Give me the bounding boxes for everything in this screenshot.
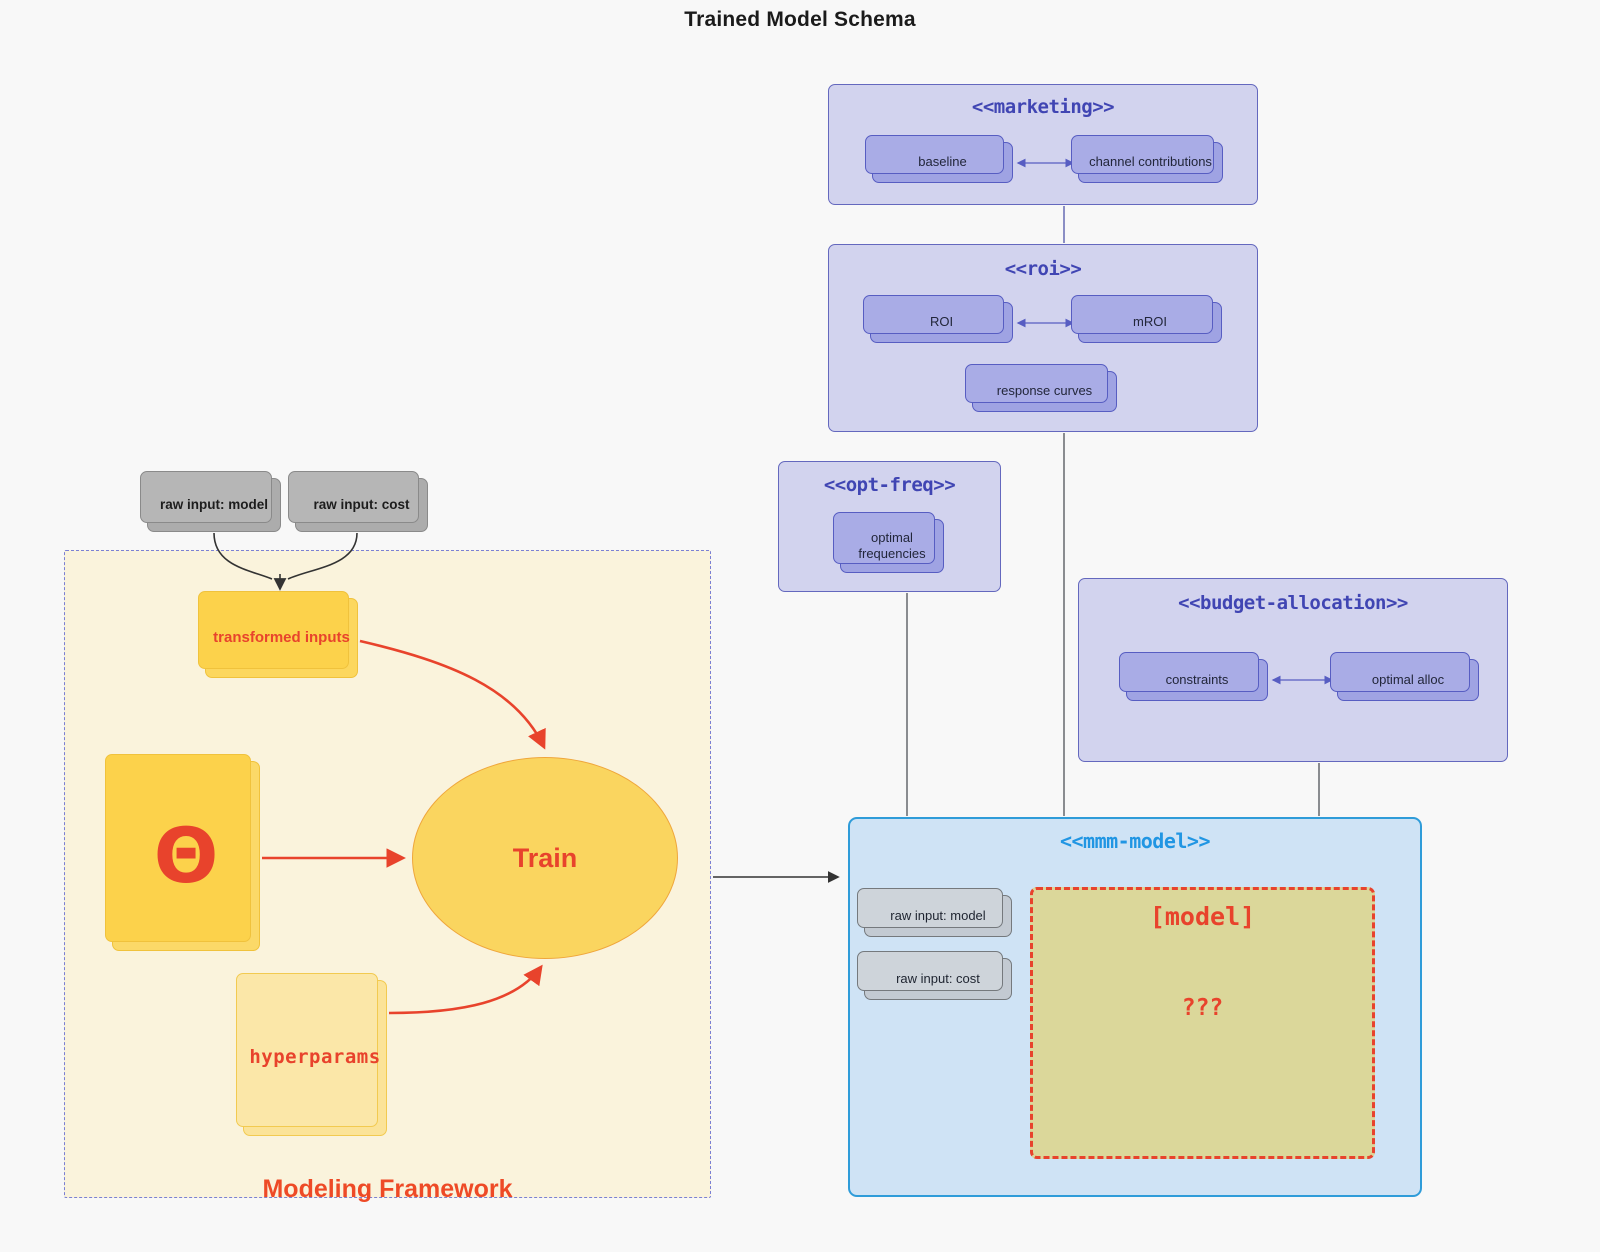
node-label: transformed inputs bbox=[213, 628, 350, 646]
node-mroi: mROI bbox=[1071, 295, 1222, 343]
node-label: channel contributions bbox=[1089, 154, 1212, 170]
node-label: ROI bbox=[929, 314, 954, 330]
node-label: response curves bbox=[996, 383, 1093, 399]
node-label: raw input: model bbox=[160, 496, 268, 512]
node-mmm-raw-input-model: raw input: model bbox=[857, 888, 1012, 937]
diagram-title: Trained Model Schema bbox=[684, 8, 916, 31]
node-constraints: constraints bbox=[1119, 652, 1268, 701]
node-mmm-raw-input-cost: raw input: cost bbox=[857, 951, 1012, 1000]
group-title-budget-allocation: <<budget-allocation>> bbox=[1178, 592, 1408, 614]
model-placeholder-box: [model] ??? bbox=[1030, 887, 1375, 1159]
node-response-curves: response curves bbox=[965, 364, 1117, 412]
node-baseline: baseline bbox=[865, 135, 1013, 183]
node-optimal-frequencies: optimal frequencies bbox=[833, 512, 944, 573]
model-box-title: [model] bbox=[1149, 902, 1256, 931]
node-label: Train bbox=[512, 842, 578, 873]
node-optimal-alloc: optimal alloc bbox=[1330, 652, 1479, 701]
node-label: hyperparams bbox=[249, 1046, 381, 1069]
node-roi: ROI bbox=[863, 295, 1013, 343]
node-raw-input-cost: raw input: cost bbox=[288, 471, 428, 532]
node-theta: Θ bbox=[105, 754, 260, 951]
group-title-opt-freq: <<opt-freq>> bbox=[823, 474, 956, 496]
node-label: mROI bbox=[1133, 314, 1167, 330]
node-label: optimal frequencies bbox=[858, 529, 926, 561]
node-raw-input-model: raw input: model bbox=[140, 471, 281, 532]
group-title-marketing: <<marketing>> bbox=[971, 96, 1115, 118]
node-hyperparams: hyperparams bbox=[236, 973, 387, 1136]
framework-label: Modeling Framework bbox=[262, 1175, 513, 1203]
group-title-mmm-model: <<mmm-model>> bbox=[1059, 829, 1211, 853]
theta-symbol: Θ bbox=[153, 811, 219, 900]
node-label: constraints bbox=[1165, 671, 1229, 687]
node-label: optimal alloc bbox=[1371, 671, 1445, 687]
node-label: raw input: model bbox=[890, 907, 986, 923]
node-channel-contributions: channel contributions bbox=[1071, 135, 1223, 183]
model-box-placeholder: ??? bbox=[1181, 995, 1224, 1021]
node-label: raw input: cost bbox=[313, 496, 410, 512]
group-title-roi: <<roi>> bbox=[1004, 258, 1082, 280]
node-transformed-inputs: transformed inputs bbox=[198, 591, 358, 678]
node-label: raw input: cost bbox=[896, 970, 980, 986]
node-label: baseline bbox=[918, 154, 967, 170]
node-train: Train bbox=[412, 757, 678, 959]
